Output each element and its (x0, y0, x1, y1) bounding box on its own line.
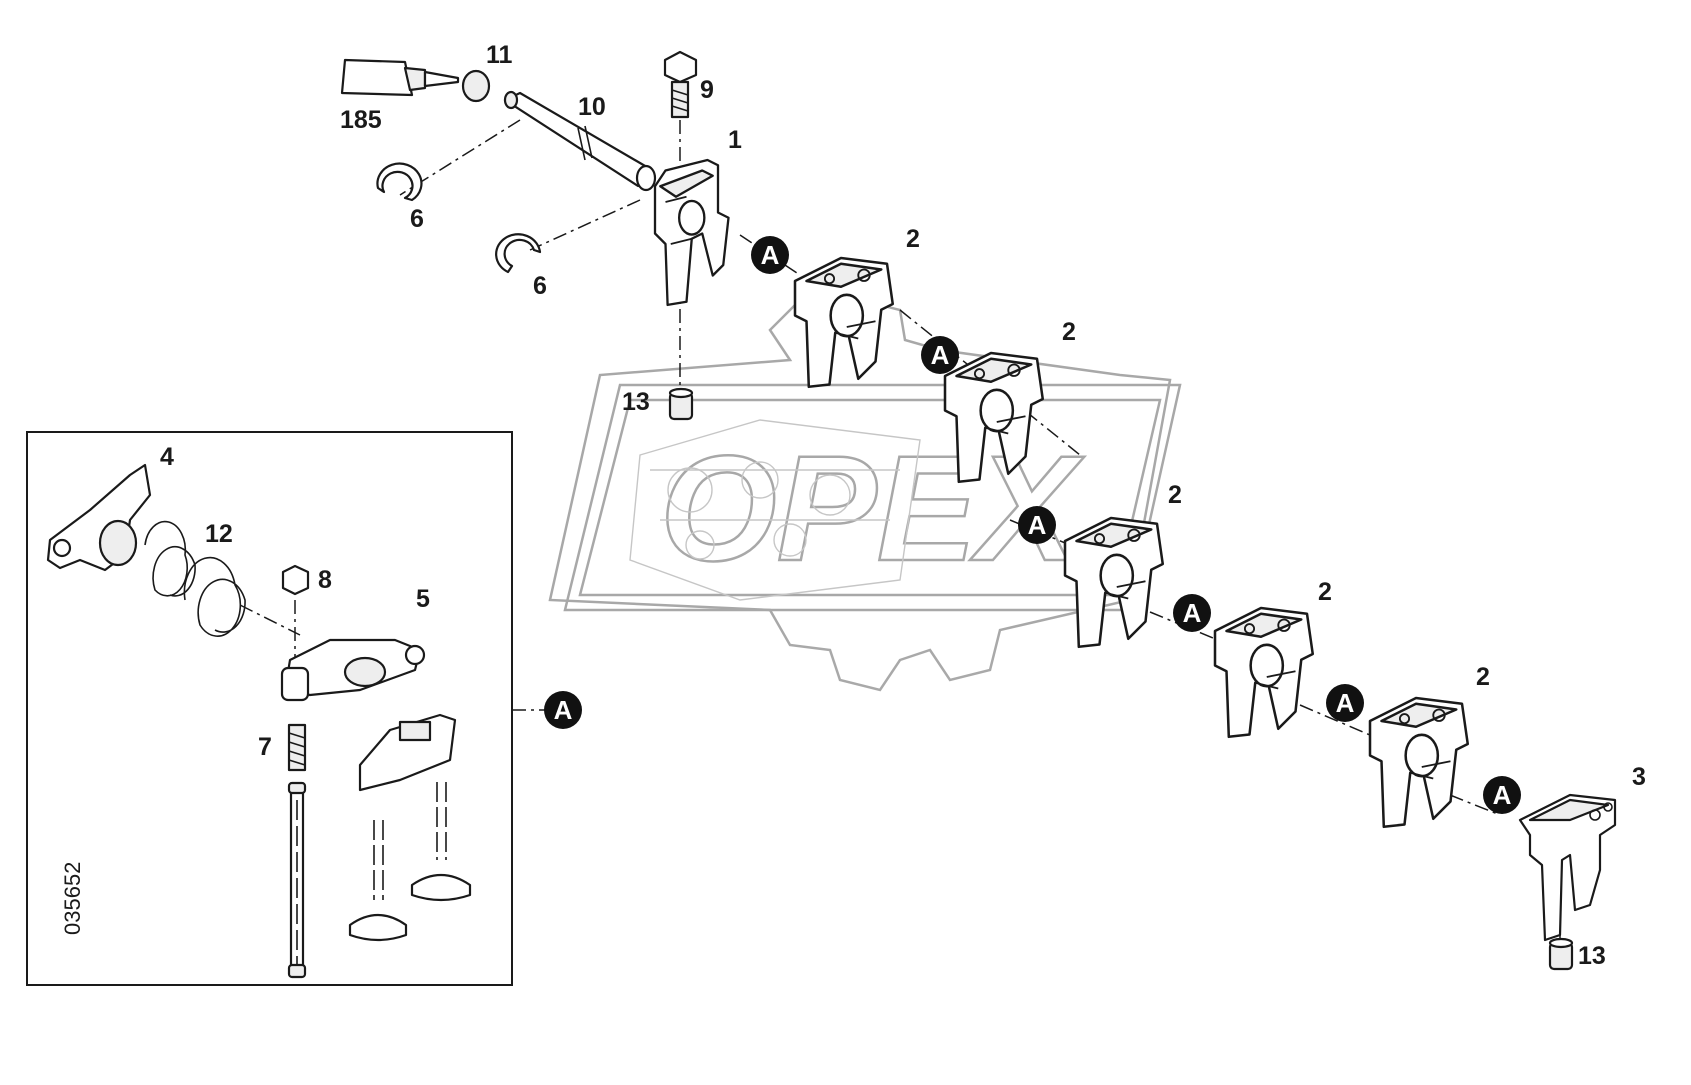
svg-text:A: A (931, 340, 950, 370)
part-13-dowel-sleeve-top (668, 387, 694, 421)
callout-13-bottom: 13 (1578, 942, 1606, 970)
part-12-spring (144, 520, 246, 637)
detail-marker-a-2: A (921, 336, 959, 374)
detail-marker-a-3: A (1018, 506, 1056, 544)
svg-text:A: A (1028, 510, 1047, 540)
callout-13-top: 13 (622, 388, 650, 416)
part-2-rocker-bracket-3 (1063, 516, 1165, 649)
callout-3: 3 (1632, 763, 1646, 791)
callout-6-lower: 6 (533, 272, 547, 300)
valve-bridge (358, 713, 457, 792)
part-13-dowel-sleeve-bottom (1548, 937, 1574, 971)
part-3-rocker-bracket-rear (1518, 793, 1617, 942)
callout-2-fifth: 2 (1476, 663, 1490, 691)
callout-4: 4 (160, 443, 174, 471)
part-6-circlip-lower (495, 233, 542, 274)
part-1-rocker-bracket-front (653, 158, 730, 307)
valve-right (410, 782, 472, 902)
valve-left (348, 820, 408, 942)
part-9-bolt (663, 50, 698, 119)
part-5-rocker-arm (280, 638, 426, 702)
detail-marker-a-6: A (1483, 776, 1521, 814)
drawing-number: 035652 (60, 862, 85, 935)
part-4-rocker-arm (46, 463, 152, 572)
detail-marker-a-4: A (1173, 594, 1211, 632)
part-2-rocker-bracket-5 (1368, 696, 1470, 829)
callout-5: 5 (416, 585, 430, 613)
push-rod (287, 781, 307, 979)
callout-7: 7 (258, 733, 272, 761)
part-8-nut (281, 564, 310, 596)
detail-marker-a-inset: A (544, 691, 582, 729)
detail-marker-a-1: A (751, 236, 789, 274)
part-185-sealant-tube (340, 58, 460, 97)
callout-8: 8 (318, 566, 332, 594)
part-6-circlip-upper (376, 162, 423, 202)
part-2-rocker-bracket-1 (793, 256, 895, 389)
callout-labels: 11 185 10 9 1 6 6 2 2 13 2 2 2 3 13 4 12… (160, 41, 1646, 970)
callout-185: 185 (340, 106, 382, 134)
part-11-plug (461, 69, 491, 103)
callout-1: 1 (728, 126, 742, 154)
callout-10: 10 (578, 93, 606, 121)
svg-text:A: A (1336, 688, 1355, 718)
callout-11: 11 (486, 41, 513, 69)
callout-2-fourth: 2 (1318, 578, 1332, 606)
callout-2-first: 2 (906, 225, 920, 253)
detail-marker-a-5: A (1326, 684, 1364, 722)
part-2-rocker-bracket-4 (1213, 606, 1315, 739)
callout-2-second: 2 (1062, 318, 1076, 346)
callout-6-upper: 6 (410, 205, 424, 233)
svg-text:A: A (1183, 598, 1202, 628)
part-7-adjuster-screw (287, 723, 307, 772)
callout-12: 12 (205, 520, 233, 548)
part-10-rocker-shaft (503, 90, 657, 192)
svg-text:A: A (761, 240, 780, 270)
callout-2-third: 2 (1168, 481, 1182, 509)
detail-inset-frame (26, 431, 513, 986)
svg-text:A: A (1493, 780, 1512, 810)
callout-9: 9 (700, 76, 714, 104)
svg-text:A: A (554, 695, 573, 725)
